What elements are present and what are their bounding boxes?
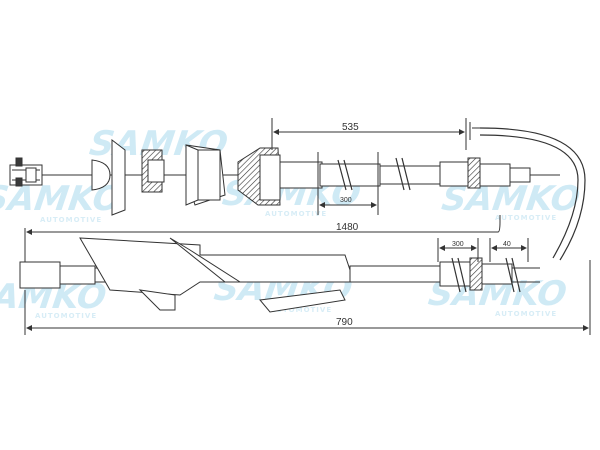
watermark-subtitle: AUTOMOTIVE [270, 306, 332, 314]
lower-dimensions: 300 40 790 [24, 238, 591, 335]
upper-assembly [9, 127, 586, 261]
lower-assembly [19, 237, 540, 313]
dim-lower-section-a: 300 [452, 241, 464, 248]
watermark-group: SAMKO AUTOMOTIVE SAMKO AUTOMOTIVE SAMKO … [0, 124, 582, 320]
dim-lower-section-b: 40 [503, 241, 511, 248]
dim-total-length: 1480 [336, 222, 359, 233]
upper-dimensions: 535 300 [271, 118, 488, 215]
watermark-subtitle: AUTOMOTIVE [265, 210, 327, 218]
total-dimension: 1480 [24, 215, 501, 265]
watermark-subtitle: AUTOMOTIVE [495, 214, 557, 222]
watermark-subtitle: AUTOMOTIVE [40, 216, 102, 224]
watermark-subtitle: AUTOMOTIVE [35, 312, 97, 320]
dim-lower-length: 790 [336, 317, 353, 328]
dim-upper-length: 535 [342, 122, 359, 133]
watermark-subtitle: AUTOMOTIVE [495, 310, 557, 318]
dim-upper-section: 300 [340, 197, 352, 204]
